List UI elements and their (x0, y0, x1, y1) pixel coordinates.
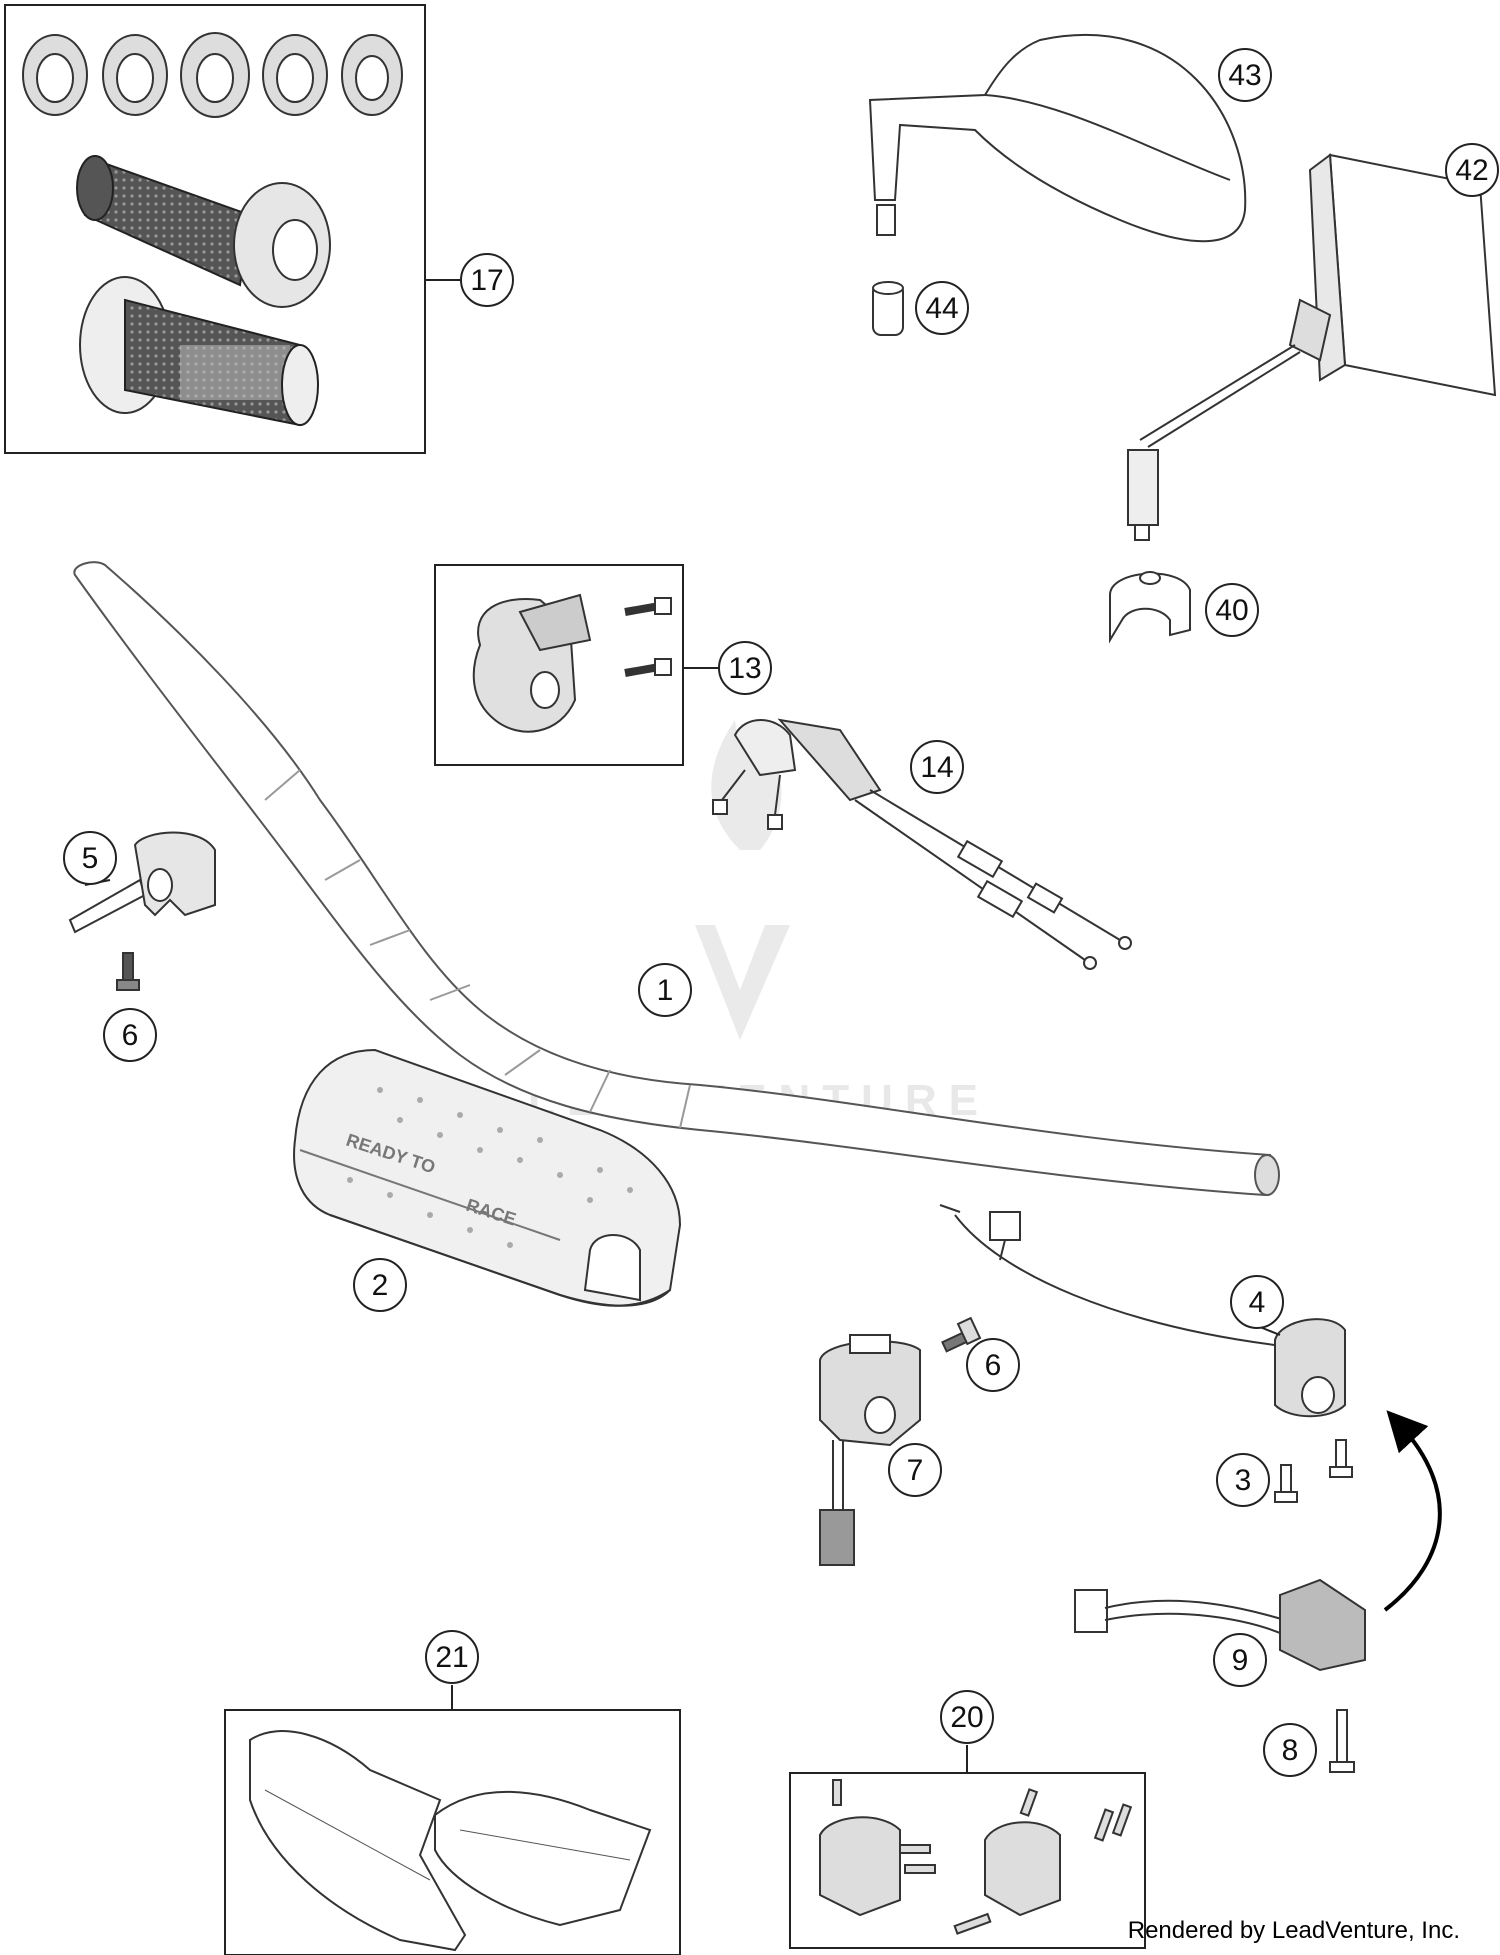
callout-1: 1 (638, 963, 692, 1017)
callout-circle (718, 641, 772, 695)
callout-circle (910, 740, 964, 794)
part-40-mirror-clamp (1109, 571, 1191, 644)
callout-label: 40 (1215, 594, 1248, 627)
right-grip (76, 155, 331, 308)
callout-circle (1205, 583, 1259, 637)
callout-label: 17 (470, 264, 503, 297)
callout-label: 6 (122, 1019, 139, 1052)
part-3-screws (1274, 1439, 1353, 1503)
callout-label: 2 (372, 1269, 389, 1302)
callout-43: 43 (1218, 48, 1272, 102)
part-4-switch (939, 1204, 1346, 1418)
callout-circle (966, 1338, 1020, 1392)
callout-42: 42 (1445, 143, 1499, 197)
callout-label: 44 (925, 292, 958, 325)
callout-label: 42 (1455, 154, 1488, 187)
throttle-housing-frame (434, 564, 684, 766)
callout-6b: 6 (966, 1338, 1020, 1392)
part-7-switch (819, 1334, 921, 1566)
callout-circle (1445, 143, 1499, 197)
part-17-grip-kit (4, 4, 465, 454)
callout-circle (940, 1690, 994, 1744)
part-5-hot-start-lever (68, 831, 216, 934)
callout-17: 17 (460, 253, 514, 307)
left-grip (79, 276, 319, 427)
callout-label: 8 (1282, 1734, 1299, 1767)
callout-14: 14 (910, 740, 964, 794)
callout-circle (915, 281, 969, 335)
part-1-handlebar (73, 561, 1280, 1197)
callout-label: 20 (950, 1701, 983, 1734)
callout-label: 3 (1235, 1464, 1252, 1497)
part-43-mirror (868, 34, 1247, 243)
callout-7: 7 (888, 1443, 942, 1497)
callout-circle (1263, 1723, 1317, 1777)
part-20-clamp-kit (789, 1745, 1146, 1949)
callout-40: 40 (1205, 583, 1259, 637)
callout-circle (1213, 1633, 1267, 1687)
callout-circle (1230, 1275, 1284, 1329)
part-14-throttle-cables (712, 718, 1132, 970)
footer-credit: Rendered by LeadVenture, Inc. (1127, 1917, 1460, 1944)
assembly-arrow (1383, 1410, 1442, 1612)
callout-label: 7 (907, 1454, 924, 1487)
callout-circle (63, 831, 117, 885)
callout-circle (638, 963, 692, 1017)
callout-13: 13 (718, 641, 772, 695)
part-2-bar-pad: READY TO RACE (293, 1048, 682, 1307)
callout-label: 4 (1249, 1286, 1266, 1319)
callout-9: 9 (1213, 1633, 1267, 1687)
callout-4: 4 (1230, 1275, 1284, 1329)
callout-5: 5 (63, 831, 117, 885)
throttle-cam-set (22, 32, 403, 118)
part-9-switch (1074, 1578, 1366, 1672)
callouts: 17 43 42 44 40 13 14 5 6 1 2 4 6 7 3 9 21 20 8 (63, 48, 1499, 1777)
callout-circle (425, 1630, 479, 1684)
callout-label: 9 (1232, 1644, 1249, 1677)
callout-label: 21 (435, 1641, 468, 1674)
callout-label: 5 (82, 842, 99, 875)
callout-8: 8 (1263, 1723, 1317, 1777)
callout-circle (1216, 1453, 1270, 1507)
callout-21: 21 (425, 1630, 479, 1684)
callout-20: 20 (940, 1690, 994, 1744)
callout-44: 44 (915, 281, 969, 335)
callout-label: 1 (657, 974, 674, 1007)
callout-6a: 6 (103, 1008, 157, 1062)
callout-circle (888, 1443, 942, 1497)
callout-circle (353, 1258, 407, 1312)
pad-texture (347, 1087, 633, 1248)
part-21-handguards (224, 1685, 681, 1955)
callout-circle (1218, 48, 1272, 102)
callout-3: 3 (1216, 1453, 1270, 1507)
callout-label: 6 (985, 1349, 1002, 1382)
callout-label: 13 (728, 652, 761, 685)
callout-label: 14 (920, 751, 953, 784)
part-42-mirror (1127, 153, 1497, 541)
part-44-adapter (872, 281, 904, 336)
grip-kit-frame (4, 4, 426, 454)
part-6-screw-right (941, 1316, 982, 1353)
callout-circle (460, 253, 514, 307)
callout-circle (103, 1008, 157, 1062)
callout-label: 43 (1228, 59, 1261, 92)
part-8-bolt (1329, 1709, 1355, 1773)
callout-2: 2 (353, 1258, 407, 1312)
part-6-screw-left (116, 952, 140, 991)
part-13-throttle-housing (434, 564, 720, 766)
